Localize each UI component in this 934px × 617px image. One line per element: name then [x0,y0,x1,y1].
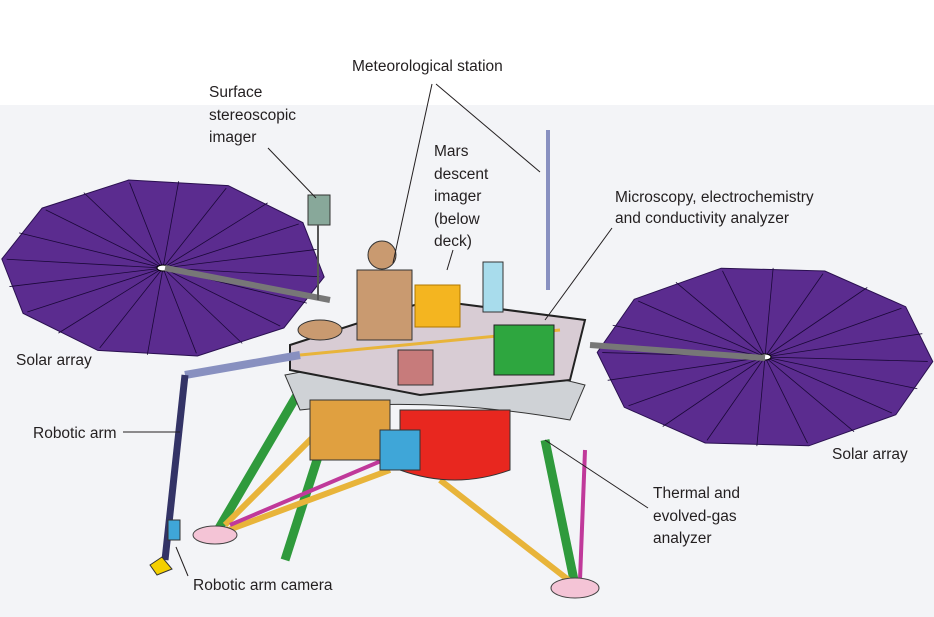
solar-panel-rib [129,182,164,269]
label-mecca: Microscopy, electrochemistry and conducti… [615,187,814,229]
label-meteorological-station: Meteorological station [352,58,503,75]
solar-panel-rib [722,270,766,358]
solar-panel-rib [162,267,281,327]
solar-panel-rib [675,281,766,358]
solar-panel-rib [764,356,855,433]
robotic-arm [149,351,301,576]
label-line: Mars [434,143,469,160]
solar-panel-rib [9,267,164,287]
robotic-arm-camera-body [167,519,181,541]
label-surface-stereoscopic-imager: Surface stereoscopic imager [209,82,296,150]
solar-panel-rib [706,356,766,441]
left-solar-array [1,179,325,357]
solar-panel-rib [662,356,766,427]
solar-panel-rib [162,249,317,269]
solar-panel-rib [27,267,164,313]
right-solar-boom [589,342,766,361]
solar-panel-rib [58,267,164,334]
solar-panel-rib [628,356,766,407]
label-robotic-arm-camera: Robotic arm camera [193,577,333,594]
label-mars-descent-imager: Mars descent imager (below deck) [434,141,488,254]
solar-panel-rib [756,356,766,447]
label-line: deck) [434,233,472,250]
landing-legs [192,387,600,599]
label-thermal-evolved-gas-analyzer: Thermal and evolved-gas analyzer [653,483,740,551]
label-line: imager [434,188,482,205]
solar-panel-rib [764,356,918,390]
solar-panel-rib [99,267,164,349]
tega-unit [399,409,511,481]
solar-panel-rib [607,356,766,381]
solar-panel-rib [162,202,268,269]
label-line: stereoscopic [209,106,297,124]
label-solar-array-left: Solar array [16,352,92,369]
label-solar-array-right: Solar array [832,446,908,463]
solar-panel-rib [764,307,902,358]
solar-panel-rib [162,181,180,269]
solar-panel-rib [162,267,243,344]
solar-panel-rib [764,273,824,358]
solar-panel-rib [612,324,766,358]
solar-panel-rib [764,356,893,414]
label-robotic-arm: Robotic arm [33,425,117,442]
solar-panel-rib [45,209,164,269]
solar-panel-rib [83,192,164,269]
label-line: evolved-gas [653,507,737,525]
label-line: (below [434,210,480,228]
solar-panel-rib [764,267,774,358]
label-line: imager [209,129,257,146]
instrument-box [356,269,413,341]
label-line: analyzer [653,530,712,547]
solar-panel-rib [764,287,868,358]
label-line: Microscopy, electrochemistry [615,189,814,206]
solar-panel-rib [162,267,197,354]
solar-panel-rib [764,356,808,444]
solar-panel-rib [162,267,320,278]
electronics-panel [379,429,421,471]
left-solar-boom [164,265,331,303]
surface-stereoscopic-imager [307,194,331,226]
solar-panel-rib [146,267,164,355]
solar-panel-rib [6,258,164,269]
leader-lines [123,83,649,577]
mecca-unit [493,324,555,376]
solar-panel-rib [19,232,164,269]
label-line: Thermal and [653,485,741,502]
label-line: Surface [209,84,263,101]
solar-panel-rib [162,223,299,269]
lower-box [309,399,391,461]
solar-panel-rib [637,300,766,358]
label-line: and conductivity analyzer [615,210,790,227]
solar-panel-rib [162,187,227,269]
solar-panel-rib [764,356,928,362]
label-line: descent [434,165,489,183]
solar-panel-rib [764,333,923,358]
